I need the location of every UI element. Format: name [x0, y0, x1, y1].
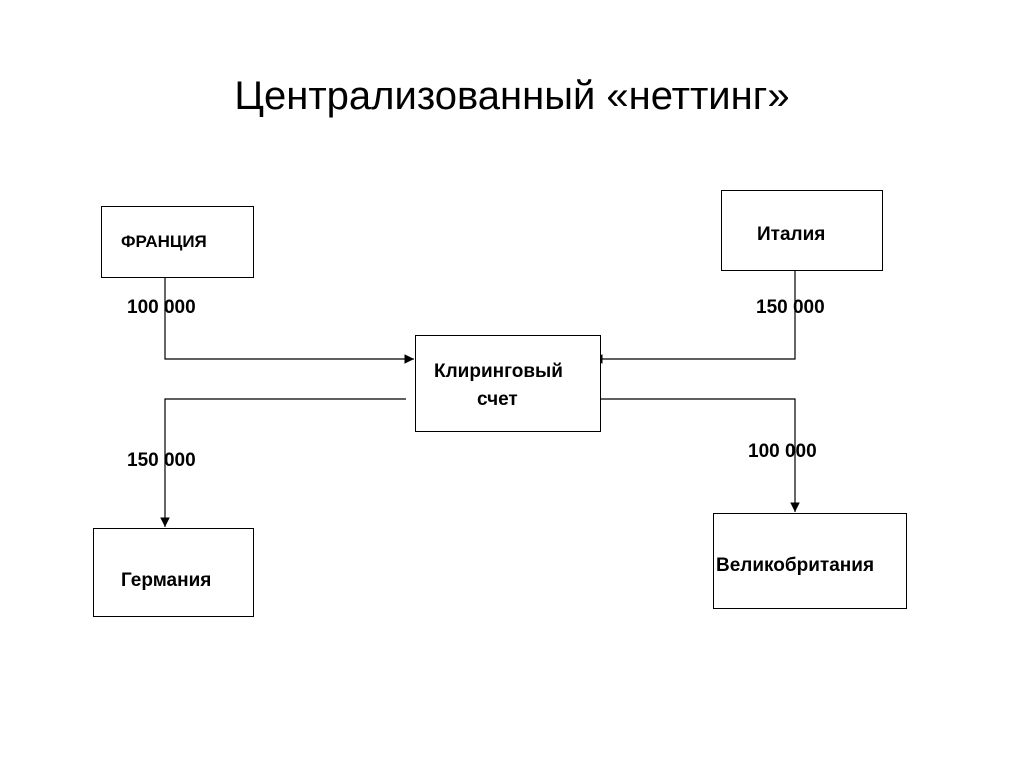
node-france-label: ФРАНЦИЯ [121, 232, 207, 251]
arrow-france-to-clearing [164, 278, 414, 364]
arrow-clearing-to-germany [160, 398, 406, 527]
amount-france: 100 000 [127, 297, 196, 318]
node-uk-box [713, 513, 907, 609]
node-clearing-label-line2: счет [477, 389, 518, 410]
node-italy-box [721, 190, 883, 271]
node-italy-label: Италия [757, 224, 826, 245]
node-france-box [101, 206, 254, 278]
node-germany-label: Германия [121, 570, 212, 591]
node-germany-box [93, 528, 254, 617]
node-clearing-box [415, 335, 601, 432]
node-uk-label: Великобритания [716, 555, 875, 576]
amount-italy: 150 000 [756, 297, 825, 318]
slide-title: Централизованный «неттинг» [234, 74, 790, 118]
node-clearing-label-line1: Клиринговый [434, 361, 563, 382]
arrow-italy-to-clearing [593, 271, 796, 364]
arrow-clearing-to-uk [601, 398, 800, 512]
amount-uk: 100 000 [748, 441, 817, 462]
amount-germany: 150 000 [127, 450, 196, 471]
